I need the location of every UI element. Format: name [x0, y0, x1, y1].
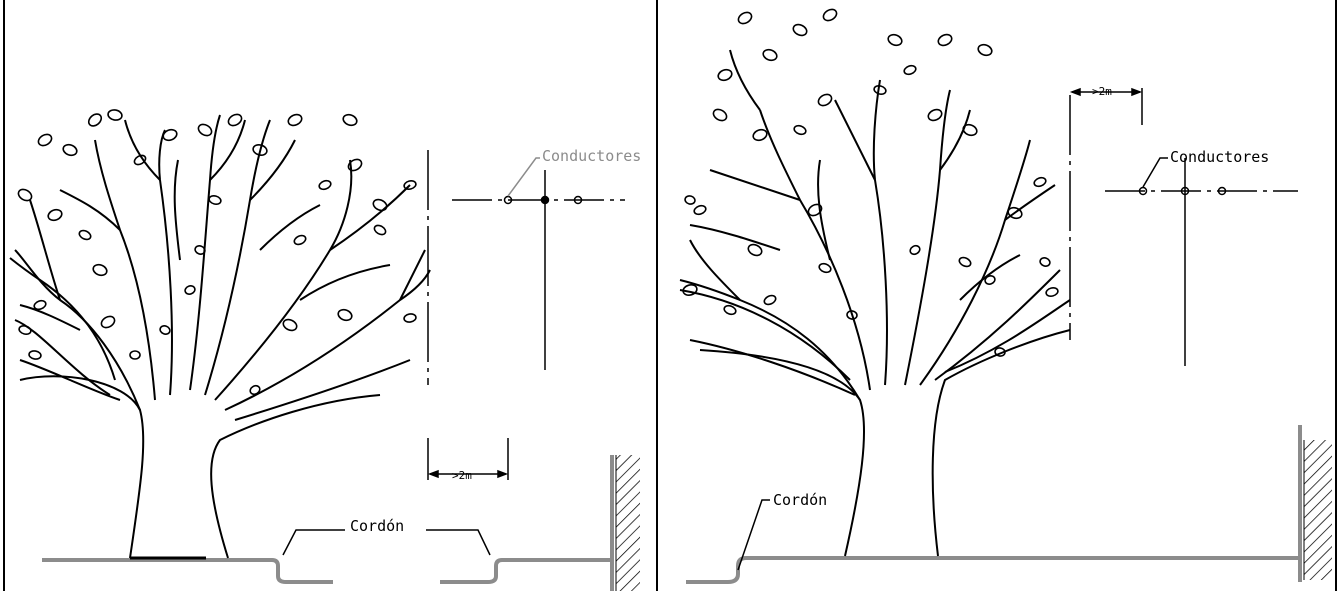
- right-clearance-label: >2m: [1092, 85, 1112, 98]
- right-leaves: [682, 8, 1059, 357]
- right-clearance-geometry: [1069, 87, 1298, 366]
- right-curb-leader: [737, 499, 770, 571]
- left-clearance-label: >2m: [452, 469, 472, 482]
- right-conductors: [1138, 186, 1227, 196]
- right-tree: [679, 49, 1071, 557]
- left-leaves: [17, 109, 417, 396]
- right-conductor-3: [1217, 186, 1227, 196]
- right-wall-hatch: [1304, 440, 1332, 580]
- right-panel: [679, 8, 1332, 584]
- left-curb-leader-right: [426, 529, 491, 556]
- right-conductor-1: [1138, 186, 1148, 196]
- left-conductors: [503, 195, 583, 205]
- left-clearance-geometry: [427, 150, 625, 480]
- right-curb-label: Cordón: [773, 491, 828, 509]
- left-tree: [9, 114, 431, 560]
- left-wall-hatch: [616, 455, 640, 591]
- left-conductors-leader: [507, 157, 540, 197]
- left-conductor-2: [540, 195, 550, 205]
- left-conductors-label: Conductores: [542, 147, 642, 165]
- left-curb-leader-left: [282, 529, 345, 556]
- left-conductor-1: [503, 195, 513, 205]
- left-conductor-3: [573, 195, 583, 205]
- left-panel: [9, 109, 640, 591]
- left-ground: [42, 455, 614, 591]
- right-conductors-leader: [1142, 157, 1168, 188]
- right-conductors-label: Conductores: [1170, 148, 1270, 166]
- right-conductor-2: [1180, 186, 1190, 196]
- left-curb-label: Cordón: [350, 517, 405, 535]
